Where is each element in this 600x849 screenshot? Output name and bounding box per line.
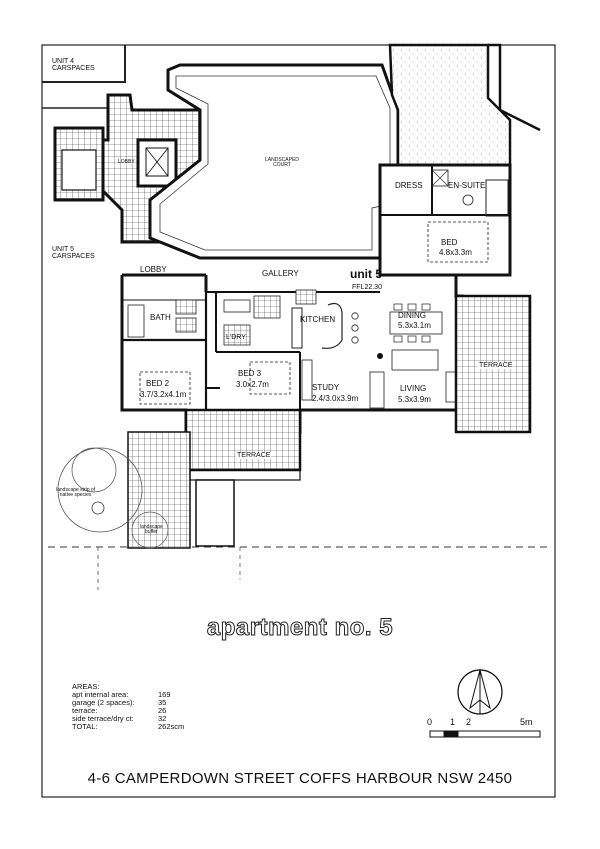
areas-row: TOTAL:262scm bbox=[72, 722, 185, 732]
bath-label: BATH bbox=[150, 313, 171, 322]
lobby-top-label: LOBBY bbox=[118, 159, 135, 165]
kitchen-label: KITCHEN bbox=[300, 315, 336, 324]
bed2-label: BED 2 bbox=[146, 379, 170, 388]
living-dimensions: 5.3x3.9m bbox=[398, 395, 431, 404]
sheet-border bbox=[41, 44, 556, 798]
bed2-dimensions: 3.7/3.2x4.1m bbox=[140, 390, 187, 399]
terrace-bottom-label: TERRACE bbox=[236, 452, 272, 460]
gallery-label: GALLERY bbox=[262, 269, 299, 278]
areas-row: terrace:26 bbox=[72, 706, 167, 716]
scale-label-2: 2 bbox=[466, 717, 472, 727]
areas-heading: AREAS: bbox=[72, 682, 100, 691]
ensuite-label: EN-SUITE bbox=[448, 181, 486, 190]
areas-row: side terrace/dry ct:32 bbox=[72, 714, 167, 724]
scale-bar bbox=[429, 730, 541, 738]
north-arrow-icon bbox=[457, 668, 503, 715]
areas-row: garage (2 spaces):35 bbox=[72, 698, 167, 708]
laundry-label: L'DRY bbox=[226, 334, 246, 341]
bed1-label: BED bbox=[441, 238, 458, 247]
scale-label-0: 0 bbox=[427, 717, 433, 727]
bed3-dimensions: 3.0x2.7m bbox=[236, 380, 269, 389]
ffl-label: FFL22.30 bbox=[352, 284, 382, 291]
landscape-buffer-label: landscape buffer bbox=[140, 524, 163, 536]
bed1-dimensions: 4.8x3.3m bbox=[439, 248, 472, 257]
page-title: apartment no. 5 bbox=[206, 614, 394, 642]
unit5-carspaces-label: UNIT 5 CARSPACES bbox=[52, 246, 95, 261]
living-label: LIVING bbox=[400, 384, 427, 393]
lobby-label: LOBBY bbox=[140, 265, 167, 274]
terrace-right-label: TERRACE bbox=[478, 362, 514, 370]
areas-table: AREAS: apt internal area:169 garage (2 s… bbox=[72, 682, 185, 732]
dining-label: DINING bbox=[398, 311, 426, 320]
scale-label-1: 1 bbox=[450, 717, 456, 727]
bed3-label: BED 3 bbox=[238, 369, 262, 378]
landscaped-court-label: LANDSCAPED COURT bbox=[265, 157, 299, 169]
scale-label-5m: 5m bbox=[520, 717, 533, 727]
unit-label: unit 5 bbox=[350, 267, 382, 281]
areas-row: apt internal area:169 bbox=[72, 690, 171, 700]
unit4-carspaces-label: UNIT 4 CARSPACES bbox=[52, 58, 95, 73]
site-address: 4-6 CAMPERDOWN STREET COFFS HARBOUR NSW … bbox=[87, 770, 513, 787]
study-dimensions: 2.4/3.0x3.9m bbox=[312, 394, 359, 403]
dress-label: DRESS bbox=[395, 181, 423, 190]
dining-dimensions: 5.3x3.1m bbox=[398, 321, 431, 330]
study-label: STUDY bbox=[312, 383, 340, 392]
landscape-strip-label: landscape strip of native species bbox=[56, 487, 96, 499]
